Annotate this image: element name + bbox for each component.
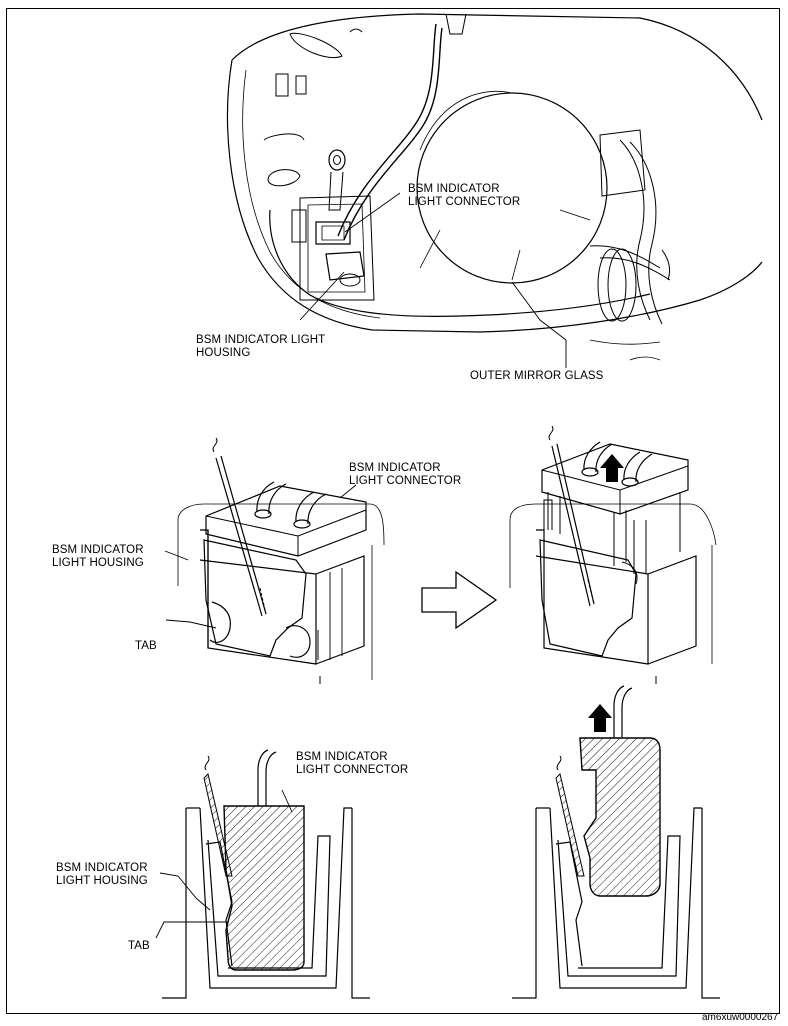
label-p2-housing: BSM INDICATOR LIGHT HOUSING [52,544,144,569]
label-p3-tab: TAB [128,940,150,952]
mirror-overview-drawing [226,13,763,368]
connector-3d-drawing-after [509,425,717,684]
label-p2-connector: BSM INDICATOR LIGHT CONNECTOR [349,462,462,487]
step-arrow [421,570,498,630]
label-p3-connector: BSM INDICATOR LIGHT CONNECTOR [296,751,409,776]
pull-up-arrow [600,454,624,482]
pull-up-arrow-section [588,704,612,732]
label-p2-tab: TAB [135,640,157,652]
cross-section-drawing-after [512,685,720,999]
figure-frame [6,8,780,1014]
label-p1-connector: BSM INDICATOR LIGHT CONNECTOR [408,183,521,208]
label-p1-housing: BSM INDICATOR LIGHT HOUSING [196,334,326,359]
cross-section-drawing-before [155,749,370,999]
connector-3d-drawing-before [164,437,385,684]
label-p1-glass: OUTER MIRROR GLASS [470,370,604,382]
label-p3-housing: BSM INDICATOR LIGHT HOUSING [56,862,148,887]
figure-code: am6xuw0000267 [702,1012,779,1023]
